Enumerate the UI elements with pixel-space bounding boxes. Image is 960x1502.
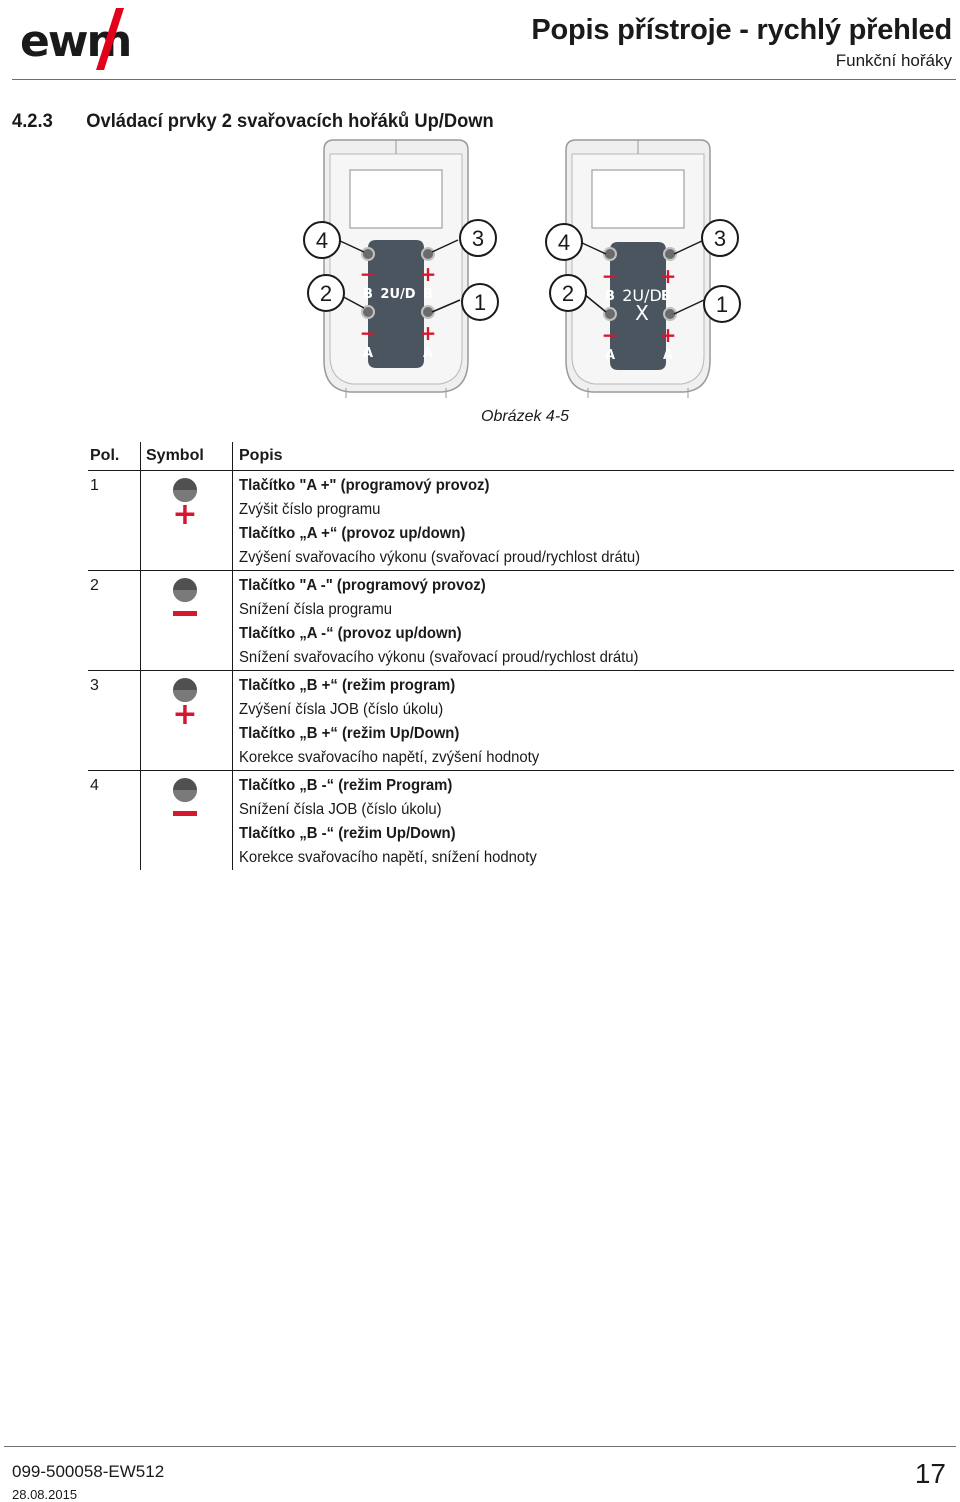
minus-button-icon <box>173 578 197 616</box>
ewm-logo: ewm <box>20 8 132 70</box>
header-divider <box>12 79 956 80</box>
desc-line: Snížení svařovacího výkonu (svařovací pr… <box>239 649 639 666</box>
header-desc: Popis <box>239 447 283 464</box>
desc-line: Snížení čísla JOB (číslo úkolu) <box>239 801 442 818</box>
svg-text:+: + <box>172 697 197 730</box>
header-pos: Pol. <box>90 447 120 464</box>
row-pos: 4 <box>88 770 141 870</box>
table-header-row: Pol. Symbol Popis <box>88 442 954 471</box>
callout-right-4: 4 <box>558 230 570 255</box>
controls-table: Pol. Symbol Popis 1 + Tlačítko "A +" (pr… <box>88 442 954 870</box>
page-number: 17 <box>914 1458 946 1489</box>
desc-line: Zvýšení čísla JOB (číslo úkolu) <box>239 701 444 718</box>
footer-divider <box>4 1446 956 1447</box>
desc-line: Tlačítko „B -“ (režim Up/Down) <box>239 825 456 842</box>
torch-right-tl-letter: B <box>605 289 615 304</box>
section-number: 4.2.3 <box>12 110 53 132</box>
desc-line: Korekce svařovacího napětí, snížení hodn… <box>239 849 537 866</box>
section-heading: 4.2.3 Ovládací prvky 2 svařovacích hořáků… <box>12 110 494 133</box>
torch-left-callouts: 4 3 2 1 <box>303 219 499 321</box>
torch-left <box>323 139 469 398</box>
minus-button-icon <box>173 778 197 816</box>
desc-line: Tlačítko „A +“ (provoz up/down) <box>239 525 466 542</box>
plus-button-icon: + <box>172 678 198 730</box>
callout-right-3: 3 <box>714 226 726 251</box>
figure-caption: Obrázek 4-5 <box>481 408 570 425</box>
torch-right-br-sign: + <box>660 323 677 347</box>
desc-line: Tlačítko "A -" (programový provoz) <box>239 577 486 594</box>
desc-line: Zvýšit číslo programu <box>239 501 381 518</box>
document-number: 099-500058-EW512 <box>12 1462 165 1481</box>
desc-line: Tlačítko „B +“ (režim program) <box>239 677 456 694</box>
header-symbol: Symbol <box>140 442 233 471</box>
torch-controls-figure: − B + B 2U/D − A + A 4 3 2 1 − B <box>303 139 741 398</box>
torch-left-bl-sign: − <box>360 321 377 345</box>
torch-left-tl-sign: − <box>360 262 377 286</box>
section-title: Ovládací prvky 2 svařovacích hořáků Up/D… <box>86 110 494 132</box>
torch-right-bl-sign: − <box>602 323 619 347</box>
torch-right-br-letter: A <box>663 348 673 363</box>
torch-left-br-letter: A <box>423 346 433 361</box>
table-row: 1 + Tlačítko "A +" (programový provoz) Z… <box>88 470 954 571</box>
row-pos: 3 <box>88 670 141 771</box>
torch-right-callouts: 4 3 2 1 <box>545 219 741 323</box>
torch-left-buttons: − B + B 2U/D − A + A <box>360 247 437 361</box>
torch-right-tr-letter: B <box>661 289 671 304</box>
callout-right-1: 1 <box>716 292 728 317</box>
desc-line: Snížení čísla programu <box>239 601 393 618</box>
document-date: 28.08.2015 <box>12 1487 78 1502</box>
torch-right-sublabel: X <box>635 301 649 325</box>
desc-line: Zvýšení svařovacího výkonu (svařovací pr… <box>239 549 641 566</box>
plus-button-icon: + <box>172 478 198 530</box>
desc-line: Tlačítko „A -“ (provoz up/down) <box>239 625 462 642</box>
torch-right-buttons: − B + B 2U/D X − A + A <box>602 247 677 363</box>
torch-left-tl-letter: B <box>363 287 373 302</box>
torch-left-tr-letter: B <box>423 287 433 302</box>
row-pos: 1 <box>88 470 141 571</box>
table-row: 3 + Tlačítko „B +“ (režim program) Zvýše… <box>88 670 954 771</box>
page-title: Popis přístroje - rychlý přehled <box>531 14 952 46</box>
row-pos: 2 <box>88 570 141 671</box>
callout-left-4: 4 <box>316 228 328 253</box>
torch-left-br-sign: + <box>420 321 437 345</box>
desc-line: Korekce svařovacího napětí, zvýšení hodn… <box>239 749 540 766</box>
desc-line: Tlačítko „B -“ (režim Program) <box>239 777 453 794</box>
page-subtitle: Funkční hořáky <box>835 51 952 70</box>
table-row: 2 Tlačítko "A -" (programový provoz) Sní… <box>88 570 954 671</box>
torch-left-tr-sign: + <box>420 262 437 286</box>
callout-left-3: 3 <box>472 226 484 251</box>
torch-right-tl-sign: − <box>602 264 619 288</box>
torch-left-bl-letter: A <box>363 346 373 361</box>
callout-left-2: 2 <box>320 281 332 306</box>
table-row: 4 Tlačítko „B -“ (režim Program) Snížení… <box>88 770 954 870</box>
torch-right-label: 2U/D <box>622 286 662 305</box>
callout-right-2: 2 <box>562 281 574 306</box>
desc-line: Tlačítko "A +" (programový provoz) <box>239 477 490 494</box>
torch-right-bl-letter: A <box>605 348 615 363</box>
svg-text:+: + <box>172 497 197 530</box>
torch-left-label: 2U/D <box>380 287 415 302</box>
torch-right <box>565 139 711 398</box>
callout-left-1: 1 <box>474 290 486 315</box>
torch-right-tr-sign: + <box>660 264 677 288</box>
desc-line: Tlačítko „B +“ (režim Up/Down) <box>239 725 460 742</box>
